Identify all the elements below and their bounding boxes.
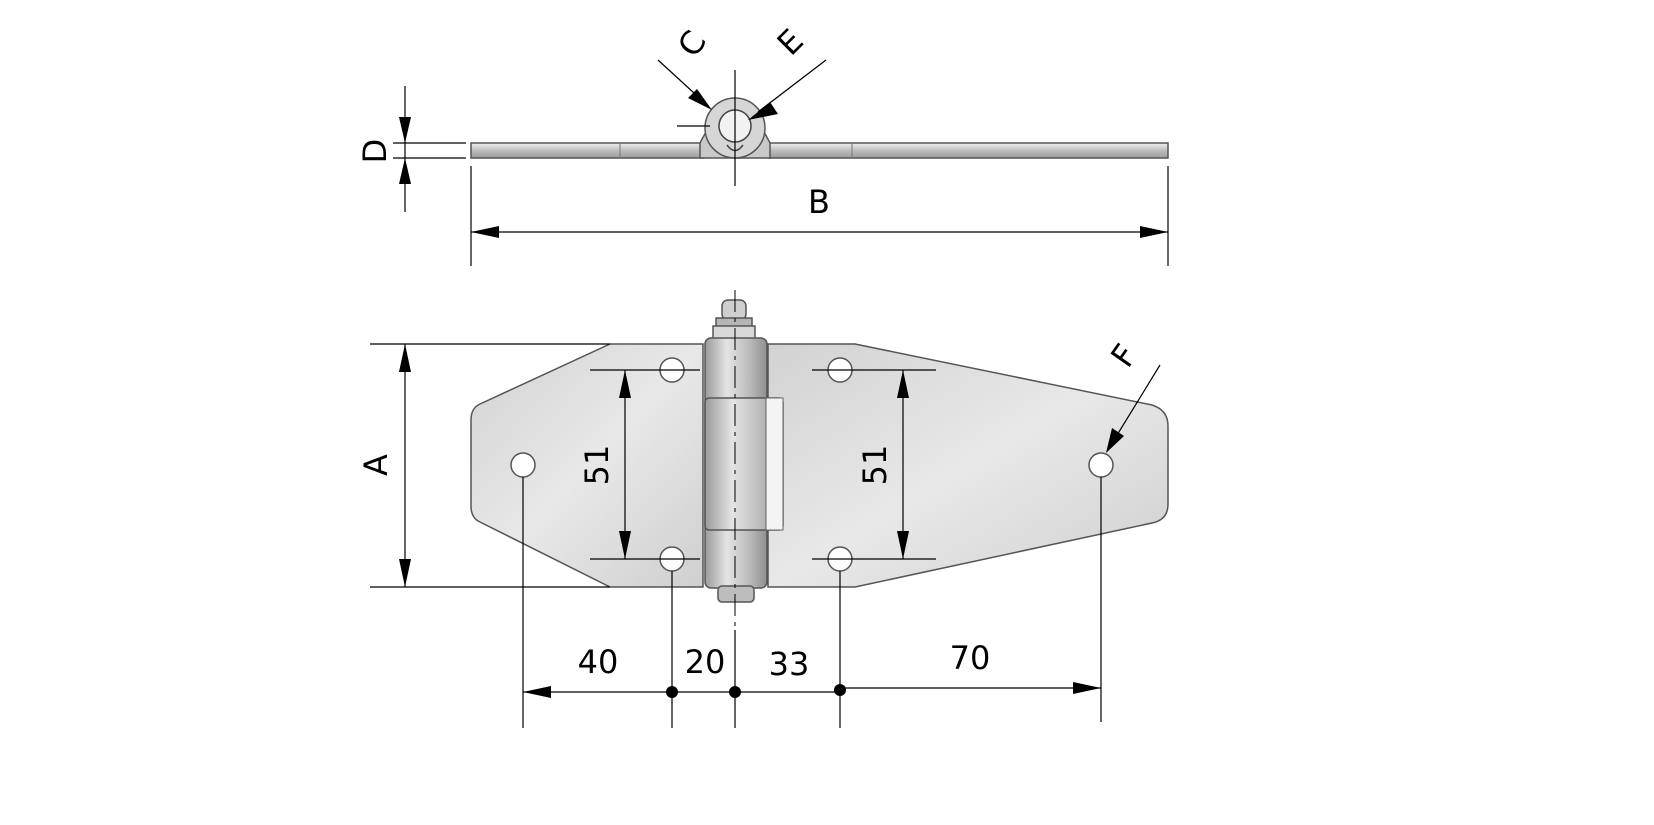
label-20: 20 xyxy=(685,643,726,681)
label-D: D xyxy=(356,139,394,164)
side-leaf-right xyxy=(767,142,1169,159)
left-leaf xyxy=(470,343,704,588)
hole-outer-right xyxy=(1088,452,1114,478)
dimension-51-right: 51 xyxy=(812,369,936,560)
label-70: 70 xyxy=(950,639,991,677)
dimension-B: B xyxy=(470,166,1169,266)
label-E: E xyxy=(770,22,811,63)
dimension-D: D xyxy=(356,86,466,212)
grease-nipple xyxy=(712,299,756,341)
label-51-right: 51 xyxy=(856,445,894,486)
dimension-chain-bottom: 40 20 33 70 xyxy=(522,477,1102,728)
pin-end xyxy=(717,585,755,603)
label-40: 40 xyxy=(578,643,619,681)
hole-outer-left xyxy=(510,452,536,478)
label-C: C xyxy=(670,24,714,64)
label-F: F xyxy=(1103,337,1145,374)
leader-C: C xyxy=(657,24,714,110)
label-51-left: 51 xyxy=(578,445,616,486)
label-B: B xyxy=(808,183,830,221)
dimension-A: A xyxy=(357,343,610,588)
side-view: D C E B xyxy=(356,22,1169,266)
dimension-51-left: 51 xyxy=(578,369,700,560)
label-33: 33 xyxy=(769,645,810,683)
side-leaf-left xyxy=(470,142,705,159)
label-A: A xyxy=(357,454,395,476)
right-leaf xyxy=(767,343,1169,588)
leader-E: E xyxy=(748,22,827,120)
front-view: A 51 51 F xyxy=(357,290,1169,728)
